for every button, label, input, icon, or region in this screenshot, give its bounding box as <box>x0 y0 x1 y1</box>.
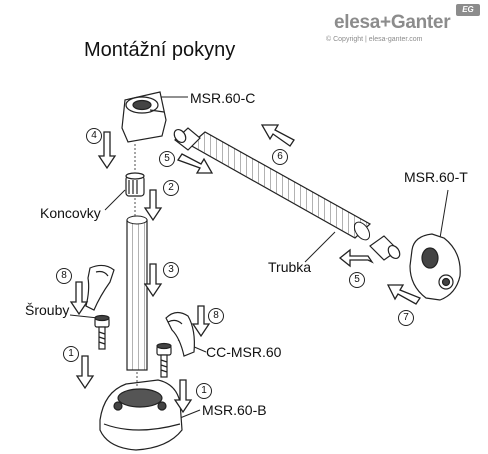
label-srouby: Šrouby <box>25 302 70 318</box>
screw-right <box>156 342 172 378</box>
arrow-step-3 <box>143 263 163 298</box>
page-title: Montážní pokyny <box>84 39 236 61</box>
cc-msr60-part <box>165 311 195 357</box>
arrow-step-1-right <box>173 379 193 414</box>
step-number-4: 4 <box>86 128 102 144</box>
msr60-b-base <box>99 379 183 451</box>
clamp-left <box>85 264 115 311</box>
arrow-step-4 <box>97 131 117 170</box>
screw-left <box>94 314 110 350</box>
label-cc-msr60: CC-MSR.60 <box>206 344 282 360</box>
vertical-tube <box>126 215 148 371</box>
brand-logo: elesa+Ganter <box>334 12 451 33</box>
step-number-1-left: 1 <box>63 346 79 362</box>
step-number-2: 2 <box>163 180 179 196</box>
label-msr60-c: MSR.60-C <box>190 90 256 106</box>
label-koncovky: Koncovky <box>40 205 101 221</box>
brand-badge: EG <box>456 4 480 16</box>
arrow-step-5-upper <box>177 153 214 174</box>
end-cap-vertical <box>125 172 145 197</box>
msr60-c-part <box>121 91 167 143</box>
step-number-5-upper: 5 <box>159 151 175 167</box>
arrow-step-8-left <box>69 281 89 316</box>
step-number-7: 7 <box>398 310 414 326</box>
arrow-step-7 <box>386 284 421 305</box>
arrow-step-1-left <box>75 355 95 390</box>
arrow-step-6 <box>260 124 295 147</box>
arrow-step-8-right <box>191 305 211 338</box>
step-number-6: 6 <box>272 149 288 165</box>
step-number-3: 3 <box>163 262 179 278</box>
label-trubka: Trubka <box>268 259 312 275</box>
horizontal-tube <box>188 131 372 241</box>
label-msr60-t: MSR.60-T <box>404 169 468 185</box>
copyright-text: © Copyright | elesa-ganter.com <box>326 36 423 43</box>
end-cap-right <box>369 235 401 261</box>
step-number-5-lower: 5 <box>349 272 365 288</box>
step-number-1-right: 1 <box>196 383 212 399</box>
end-cap-left <box>173 127 201 151</box>
guide-lines <box>134 144 138 386</box>
msr60-t-part <box>409 233 461 301</box>
step-number-8-right: 8 <box>208 308 224 324</box>
step-arrows <box>69 124 421 414</box>
step-number-8-left: 8 <box>56 268 72 284</box>
arrow-step-2 <box>143 189 163 222</box>
label-msr60-b: MSR.60-B <box>202 402 267 418</box>
arrow-step-5-lower <box>338 248 374 268</box>
